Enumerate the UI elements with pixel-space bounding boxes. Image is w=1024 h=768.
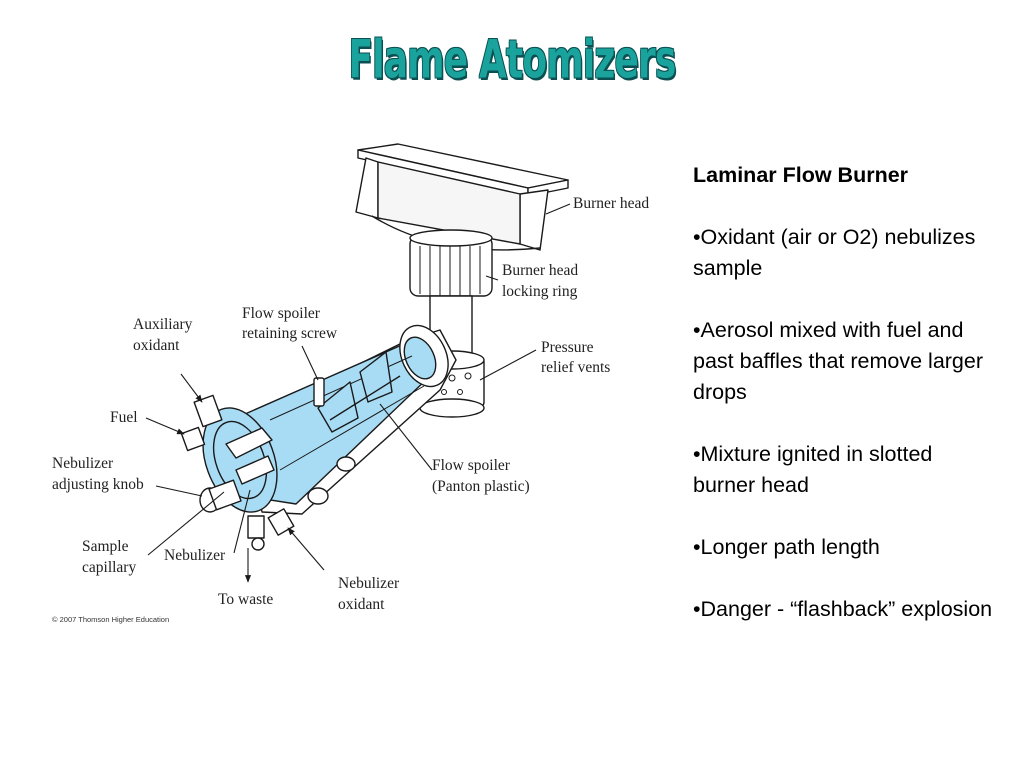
label-locking-ring-line1: Burner head: [502, 262, 578, 279]
label-sample-capillary-line1: Sample: [82, 538, 129, 555]
waste-drain: [247, 515, 265, 551]
label-nebulizer-knob-line2: adjusting knob: [52, 476, 144, 493]
label-retaining-screw-line2: retaining screw: [242, 325, 338, 342]
laminar-flow-burner-panel: Laminar Flow Burner •Oxidant (air or O2)…: [693, 160, 993, 656]
label-fuel: Fuel: [110, 409, 138, 426]
nebulizer-end-cap: [202, 407, 278, 513]
nebulizer-adjusting-knob: [199, 479, 242, 513]
panel-heading: Laminar Flow Burner: [693, 163, 909, 187]
flow-spoiler: [317, 351, 401, 433]
label-nebulizer-oxidant-line1: Nebulizer: [338, 575, 400, 592]
label-aux-oxidant-line2: oxidant: [133, 337, 180, 354]
bullet-oxidant: •Oxidant (air or O2) nebulizes sample: [693, 225, 976, 280]
label-locking-ring-line2: locking ring: [502, 283, 578, 300]
label-nebulizer: Nebulizer: [164, 547, 226, 564]
label-burner-head: Burner head: [573, 195, 649, 212]
label-flow-spoiler-line1: Flow spoiler: [432, 457, 511, 474]
burner-head: [355, 143, 569, 251]
bullet-ignition: •Mixture ignited in slotted burner head: [693, 442, 933, 497]
bullet-danger: •Danger - “flashback” explosion: [693, 597, 993, 621]
label-pressure-vents-line2: relief vents: [541, 359, 610, 376]
slide-title: Flame Atomizers: [348, 28, 676, 91]
label-pressure-vents-line1: Pressure: [541, 339, 594, 356]
label-to-waste: To waste: [218, 591, 273, 608]
bullet-aerosol: •Aerosol mixed with fuel and past baffle…: [693, 318, 984, 404]
burner-head-locking-ring: [409, 229, 493, 297]
label-aux-oxidant-line1: Auxiliary: [133, 316, 193, 333]
nebulizer-oxidant-fitting: [267, 508, 295, 536]
label-nebulizer-oxidant-line2: oxidant: [338, 596, 385, 613]
fuel-fitting: [180, 426, 206, 452]
label-nebulizer-knob-line1: Nebulizer: [52, 455, 114, 472]
bullet-path-length: •Longer path length: [693, 535, 880, 559]
copyright-notice: © 2007 Thomson Higher Education: [52, 615, 169, 624]
label-flow-spoiler-line2: (Panton plastic): [432, 478, 530, 495]
label-retaining-screw-line1: Flow spoiler: [242, 305, 321, 322]
flow-spoiler-retaining-screw: [313, 377, 325, 407]
label-sample-capillary-line2: capillary: [82, 559, 136, 576]
auxiliary-oxidant-fitting: [193, 394, 223, 428]
